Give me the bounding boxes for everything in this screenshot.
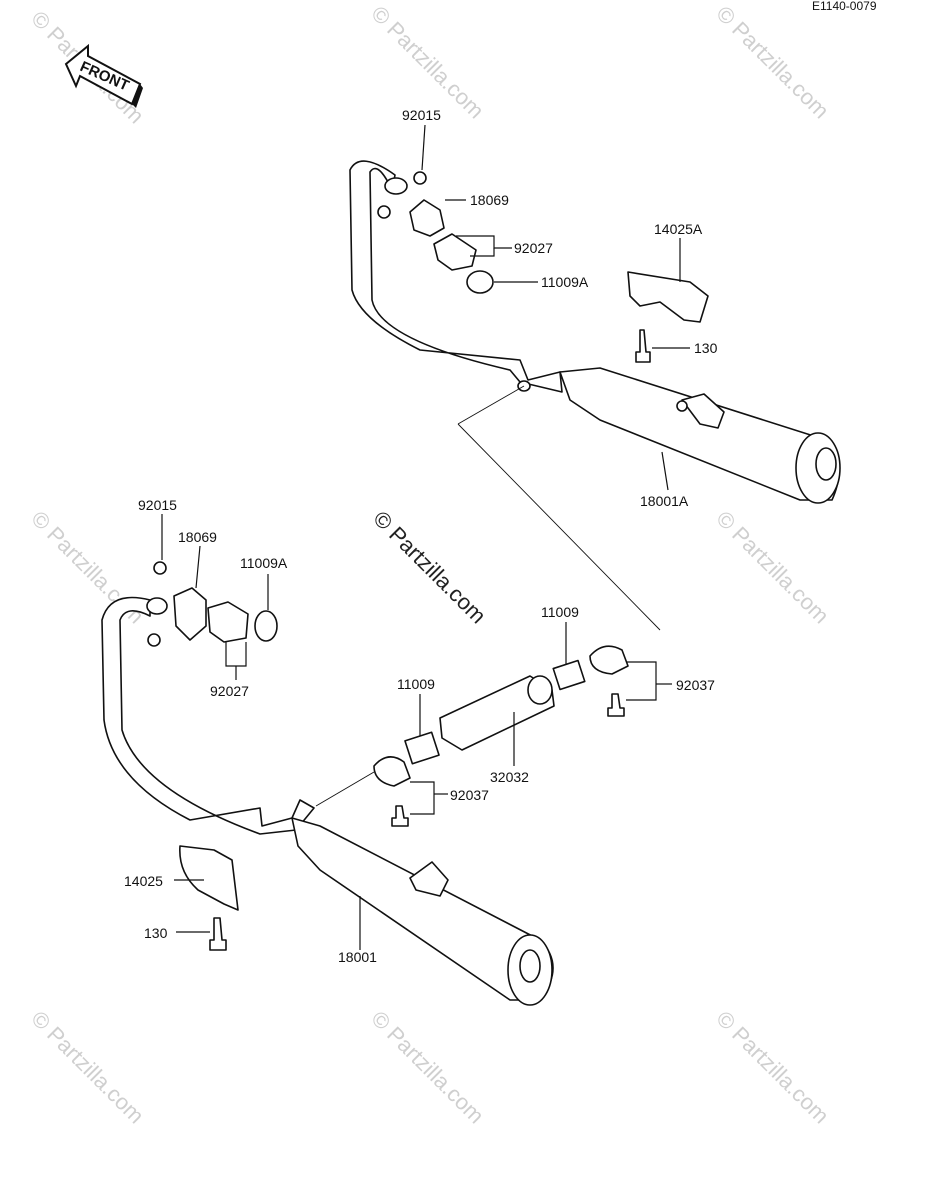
- callout-130-bottom: 130: [144, 925, 168, 941]
- lower-collar-92027: [207, 601, 249, 643]
- watermark: © Partzilla.com: [711, 1006, 834, 1129]
- watermark: © Partzilla.com: [26, 1006, 149, 1129]
- upper-gasket-11009A: [466, 270, 494, 294]
- callout-11009-mid: 11009: [397, 676, 435, 692]
- guide-line: [315, 771, 375, 807]
- lower-exhaust-pipe: [101, 596, 315, 835]
- lower-nut-92015: [153, 561, 167, 575]
- callout-18069-top: 18069: [470, 192, 509, 208]
- upper-collar-92027: [433, 233, 477, 271]
- upper-bolt-130: [635, 329, 651, 363]
- upper-muffler-assembly: [349, 160, 841, 504]
- callout-18001-bottom: 18001: [338, 949, 377, 965]
- right-gasket-11009: [552, 659, 586, 691]
- upper-flange-18069: [409, 199, 445, 237]
- upper-bracket: [681, 393, 725, 429]
- callout-14025-bottom: 14025: [124, 873, 163, 889]
- right-clamp-92037: [589, 645, 629, 675]
- watermark: © Partzilla.com: [711, 1, 834, 124]
- diagram-code: E1140-0079: [812, 0, 877, 13]
- callout-92027-left: 92027: [210, 683, 249, 699]
- callout-32032-mid: 32032: [490, 769, 529, 785]
- mid-clamp-92037: [373, 756, 411, 787]
- callout-92027-top: 92027: [514, 240, 553, 256]
- center-watermark: © Partzilla.com: [368, 506, 491, 629]
- callout-11009A-left: 11009A: [240, 555, 288, 571]
- callout-92015-left: 92015: [138, 497, 177, 513]
- callout-18001A-top: 18001A: [640, 493, 689, 509]
- right-clamp-bolt: [607, 693, 625, 717]
- lower-bolt-130: [209, 917, 227, 951]
- upper-pipe-end: [384, 177, 408, 195]
- callout-92037-mid: 92037: [450, 787, 489, 803]
- watermark: © Partzilla.com: [366, 1006, 489, 1129]
- lower-pipe-end: [146, 597, 168, 615]
- guide-line: [457, 385, 525, 425]
- connector-pipe-32032: [439, 675, 555, 751]
- mid-clamp-bolt: [391, 805, 409, 827]
- lower-flange-18069: [173, 587, 207, 641]
- upper-nut-92015: [413, 171, 427, 185]
- upper-protector-14025A: [627, 271, 709, 323]
- center-watermark-text: © Partzilla.com: [368, 506, 491, 629]
- lower-nut-92015-b: [147, 633, 161, 647]
- leader-lines: [161, 124, 690, 950]
- lower-bracket: [409, 861, 449, 897]
- front-arrow-icon: FRONT: [64, 43, 143, 108]
- upper-nut-92015-b: [377, 205, 391, 219]
- callout-18069-left: 18069: [178, 529, 217, 545]
- lower-muffler-assembly: [101, 596, 554, 1006]
- callout-14025A-top: 14025A: [654, 221, 703, 237]
- callouts: 92015 18069 92027 11009A 14025A 130 1800…: [124, 107, 718, 965]
- lower-gasket-11009A: [254, 610, 278, 642]
- lower-protector-14025: [179, 845, 239, 911]
- callout-92015-top: 92015: [402, 107, 441, 123]
- guide-line: [457, 423, 661, 631]
- callout-11009-right: 11009: [541, 604, 579, 620]
- callout-130-top: 130: [694, 340, 718, 356]
- callout-11009A-top: 11009A: [541, 274, 589, 290]
- upper-exhaust-pipe: [349, 160, 563, 393]
- watermark: © Partzilla.com: [366, 1, 489, 124]
- callout-92037-right: 92037: [676, 677, 715, 693]
- mid-gasket-11009: [404, 731, 440, 765]
- watermark: © Partzilla.com: [711, 506, 834, 629]
